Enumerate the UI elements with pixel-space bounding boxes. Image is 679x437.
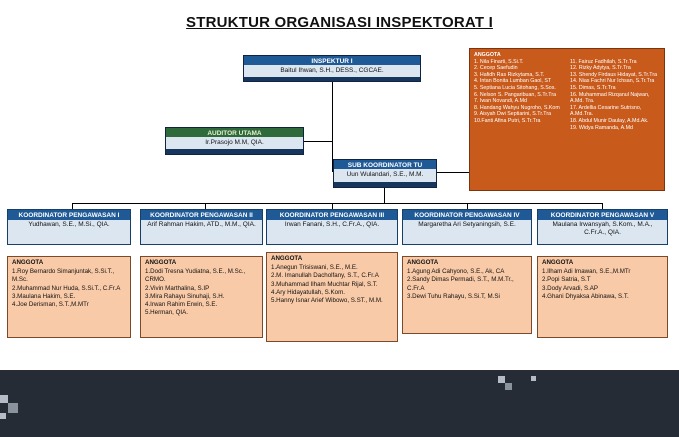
koordinator-name: Arif Rahman Hakim, ATD., M.M., QIA. bbox=[141, 220, 262, 232]
tu-anggota-item: 10.Fanti Afina Putri, S.Tr.Tra bbox=[474, 117, 541, 124]
koordinator-name: Irwan Fanani, S.H., C.Fr.A., QIA. bbox=[267, 220, 397, 232]
anggota-member: 2.Vivin Marthalina, S.IP bbox=[145, 284, 210, 292]
tu-anggota-item: 7. Iwan Novandi, A.Md bbox=[474, 98, 527, 105]
tu-anggota-item: 18. Abdul Munir Daulay, A.Md.Ak. bbox=[570, 117, 649, 124]
footer-decor-square bbox=[8, 403, 18, 413]
koordinator-name: Maulana Irwansyah, S.Kom., M.A., C.Fr.A.… bbox=[538, 220, 667, 240]
connector-main-vertical bbox=[332, 82, 333, 172]
anggota-member: 3.Dody Arvadi, S.AP bbox=[542, 284, 599, 292]
anggota-member: 5.Hanny Isnar Arief Wibowo, S.ST., M.M. bbox=[271, 297, 383, 305]
sub-koordinator-box: SUB KOORDINATOR TU Uun Wulandari, S.E., … bbox=[333, 159, 437, 188]
anggota-member: 3.Muhammad Ilham Muchtar Rijal, S.T. bbox=[271, 280, 378, 288]
footer-decor-square bbox=[531, 376, 536, 381]
connector-k3 bbox=[332, 203, 333, 209]
tu-anggota-item: 12. Rizky Adytya, S.Tr.Tra bbox=[570, 65, 631, 72]
anggota-box-2: ANGGOTA 1.Dodi Tresna Yudiatna, S.E., M.S… bbox=[140, 256, 263, 338]
footer-decor-square bbox=[498, 376, 505, 383]
inspektur-title: INSPEKTUR I bbox=[244, 56, 420, 65]
tu-anggota-item: 1. Nila Finarti, S.Si.T. bbox=[474, 58, 524, 65]
anggota-member: 3.Maulana Hakim, S.E. bbox=[12, 292, 76, 300]
koordinator-title: KOORDINATOR PENGAWASAN II bbox=[141, 210, 262, 220]
connector-tu-down bbox=[384, 188, 385, 203]
anggota-member: 4.Ary Hidayatullah, S.Kom. bbox=[271, 288, 345, 296]
anggota-member: 1.Dodi Tresna Yudiatna, S.E., M.Sc., CRM… bbox=[145, 268, 246, 284]
anggota-member: 3.Dewi Tuhu Rahayu, S.Si.T, M.Si bbox=[407, 292, 500, 300]
tu-anggota-item: 8. Handang Wahyu Nugroho, S.Kom bbox=[474, 104, 560, 111]
connector-k5 bbox=[602, 203, 603, 209]
connector-tu-anggota bbox=[437, 172, 469, 173]
koordinator-name: Yudhawan, S.E., M.Si., QIA. bbox=[8, 220, 130, 232]
anggota-heading: ANGGOTA bbox=[407, 259, 439, 266]
inspektur-name: Baitul Ihwan, S.H., DESS., CGCAE. bbox=[244, 65, 420, 77]
tu-anggota-item: 5. Septiana Lucia Sitohang, S.Sos. bbox=[474, 84, 556, 91]
anggota-member: 2.Popi Satria, S.T bbox=[542, 276, 591, 284]
anggota-member: 1.Roy Bernardo Simanjuntak, S.Si.T., M.S… bbox=[12, 268, 115, 284]
sub-koordinator-name: Uun Wulandari, S.E., M.M. bbox=[334, 169, 436, 182]
anggota-heading: ANGGOTA bbox=[271, 255, 303, 262]
auditor-box: AUDITOR UTAMA Ir.Prasojo M.M, QIA. bbox=[165, 127, 304, 155]
koordinator-title: KOORDINATOR PENGAWASAN V bbox=[538, 210, 667, 220]
tu-anggota-item: 9. Aisyah Dwi Septiarini, S.Tr.Tra bbox=[474, 111, 552, 118]
tu-anggota-item: 2. Cecep Saefudin bbox=[474, 65, 518, 72]
anggota-member: 3.Mira Rahayu Sinuhaji, S.H. bbox=[145, 292, 225, 300]
anggota-box-3: ANGGOTA 1.Anegun Trisiswani, S.E., M.E.2.… bbox=[266, 252, 398, 342]
anggota-member: 1.Agung Adi Cahyono, S.E., Ak, CA bbox=[407, 268, 505, 276]
anggota-heading: ANGGOTA bbox=[12, 259, 44, 266]
tu-anggota-item: 19. Widya Ramanda, A.Md bbox=[570, 124, 634, 131]
sub-koordinator-title: SUB KOORDINATOR TU bbox=[334, 160, 436, 169]
auditor-name: Ir.Prasojo M.M, QIA. bbox=[166, 137, 303, 149]
tu-anggota-item: 4. Intan Bonita Lumban Gaol, ST bbox=[474, 78, 552, 85]
tu-anggota-left: 1. Nila Finarti, S.Si.T.2. Cecep Saefudi… bbox=[474, 59, 564, 132]
tu-anggota-box: ANGGOTA 1. Nila Finarti, S.Si.T.2. Cecep… bbox=[469, 48, 665, 191]
connector-horizontal bbox=[72, 203, 602, 204]
anggota-member: 5.Herman, QIA. bbox=[145, 309, 188, 317]
tu-anggota-item: 11. Fairuz Fadhilah, S.Tr.Tra bbox=[570, 58, 637, 65]
connector-auditor bbox=[304, 141, 333, 142]
anggota-member: 2.Muhammad Nur Huda, S.Si.T., C.Fr.A bbox=[12, 284, 121, 292]
connector-k2 bbox=[205, 203, 206, 209]
tu-anggota-item: 15. Dimas, S.Tr.Tra bbox=[570, 84, 616, 91]
anggota-box-4: ANGGOTA 1.Agung Adi Cahyono, S.E., Ak, CA… bbox=[402, 256, 532, 334]
tu-anggota-item: 17. Ardellia Cesarine Sutrisno, A.Md.Tra… bbox=[570, 104, 642, 118]
tu-anggota-item: 6. Nelson S. Pangaribuan, S.Tr.Tra bbox=[474, 91, 557, 98]
anggota-member: 4.Irwan Rahim Erwin, S.E. bbox=[145, 301, 218, 309]
anggota-member: 1.Anegun Trisiswani, S.E., M.E. bbox=[271, 264, 358, 272]
koordinator-title: KOORDINATOR PENGAWASAN I bbox=[8, 210, 130, 220]
anggota-member: 2.M. Imanullah Dacholfany, S.T., C.Fr.A bbox=[271, 272, 379, 280]
anggota-heading: ANGGOTA bbox=[145, 259, 177, 266]
footer-band bbox=[0, 370, 679, 437]
anggota-box-1: ANGGOTA 1.Roy Bernardo Simanjuntak, S.Si.… bbox=[7, 256, 131, 338]
connector-k1 bbox=[72, 203, 73, 209]
tu-anggota-item: 13. Shendy Firdaus Hidayat, S.Tr.Tra bbox=[570, 71, 658, 78]
tu-anggota-item: 3. Hafidh Ras Rizkytama, S.T. bbox=[474, 71, 545, 78]
anggota-member: 4.Joe Derisman, S.T.,M.MTr bbox=[12, 301, 89, 309]
tu-anggota-item: 14. Nias Fachri Nur Ichsan, S.Tr.Tra bbox=[570, 78, 655, 85]
anggota-member: 4.Ghani Dhyaksa Abinawa, S.T. bbox=[542, 292, 629, 300]
koordinator-name: Margaretha Ari Setyaningsih, S.E. bbox=[403, 220, 531, 232]
anggota-member: 1.Ilham Adi Imawan, S.E.,M.MTr bbox=[542, 268, 631, 276]
anggota-heading: ANGGOTA bbox=[542, 259, 574, 266]
footer-decor-square bbox=[0, 395, 8, 403]
page-title: STRUKTUR ORGANISASI INSPEKTORAT I bbox=[186, 14, 493, 31]
footer-decor-square bbox=[505, 383, 512, 390]
tu-anggota-heading: ANGGOTA bbox=[474, 52, 501, 58]
connector-k4 bbox=[467, 203, 468, 209]
tu-anggota-item: 16. Muhammad Rizqanul Najwan, A.Md. Tra. bbox=[570, 91, 650, 105]
koordinator-title: KOORDINATOR PENGAWASAN III bbox=[267, 210, 397, 220]
anggota-member: 2.Sandy Dimas Permadi, S.T., M.M.Tr., C.… bbox=[407, 276, 514, 292]
koordinator-title: KOORDINATOR PENGAWASAN IV bbox=[403, 210, 531, 220]
inspektur-box: INSPEKTUR I Baitul Ihwan, S.H., DESS., C… bbox=[243, 55, 421, 82]
auditor-title: AUDITOR UTAMA bbox=[166, 128, 303, 137]
footer-decor-square bbox=[0, 413, 6, 419]
